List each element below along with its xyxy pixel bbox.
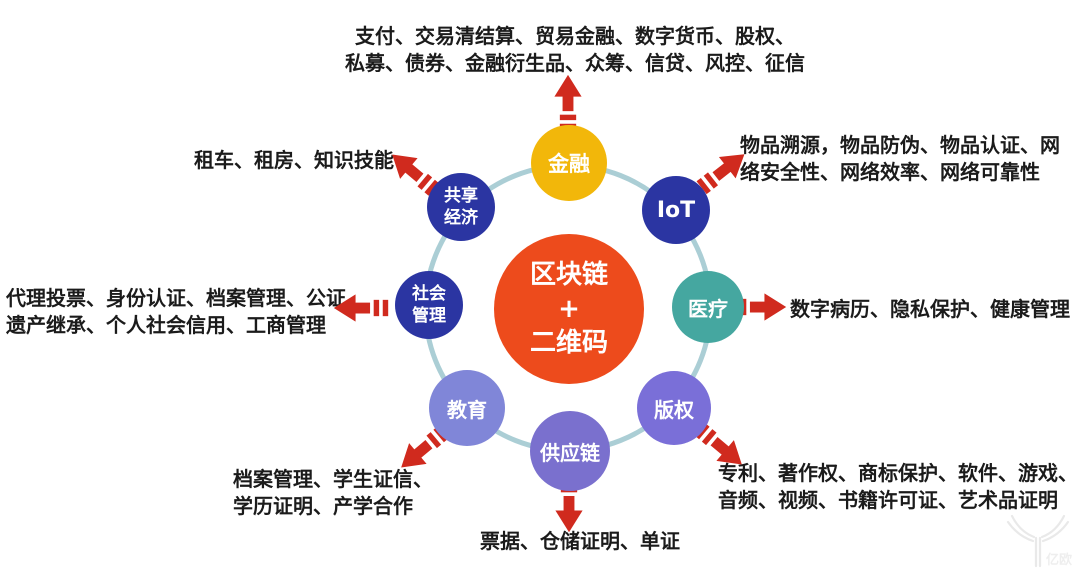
striped-arrow-left-icon [333, 294, 389, 322]
yiou-watermark-logo: 亿欧 [1006, 514, 1072, 568]
node-iot-label: IoT [656, 197, 696, 223]
node-finance: 金融 [531, 125, 607, 201]
note-iot: 物品溯源，物品防伪、物品认证、网 络安全性、网络效率、网络可靠性 [740, 133, 1060, 184]
note-social-management: 代理投票、身份认证、档案管理、公证、 遗产继承、个人社会信用、工商管理 [6, 286, 366, 337]
note-finance: 支付、交易清结算、贸易金融、数字货币、股权、 私募、债券、金融衍生品、众筹、信贷… [345, 24, 805, 75]
note-education: 档案管理、学生证信、 学历证明、产学合作 [233, 467, 433, 518]
node-copyright-label: 版权 [654, 397, 694, 422]
node-supply-chain: 供应链 [530, 411, 610, 491]
node-social-management: 社会 管理 [395, 271, 463, 339]
node-supply-chain-label: 供应链 [540, 440, 600, 465]
note-supply-chain: 票据、仓储证明、单证 [480, 529, 680, 553]
node-sharing-economy-label: 共享 经济 [444, 186, 478, 228]
center-hub-label: 区块链 + 二维码 [529, 260, 608, 358]
node-education-label: 教育 [447, 397, 487, 422]
node-education: 教育 [429, 370, 505, 446]
striped-arrow-up-icon [554, 74, 582, 130]
node-sharing-economy: 共享 经济 [427, 173, 495, 241]
note-sharing-economy: 租车、租房、知识技能 [194, 148, 394, 172]
node-medical: 医疗 [672, 271, 744, 343]
center-hub: 区块链 + 二维码 [494, 234, 644, 384]
yiou-watermark-text: 亿欧 [1046, 552, 1072, 568]
node-social-management-label: 社会 管理 [412, 284, 446, 326]
node-finance-label: 金融 [548, 152, 590, 176]
striped-arrow-up-right-icon [696, 154, 745, 195]
node-copyright: 版权 [637, 371, 711, 445]
node-medical-label: 医疗 [688, 296, 728, 321]
note-copyright: 专利、著作权、商标保护、软件、游戏、 音频、视频、书籍许可证、艺术品证明 [718, 461, 1078, 512]
node-iot: IoT [642, 176, 710, 244]
note-medical: 数字病历、隐私保护、健康管理 [790, 297, 1070, 321]
